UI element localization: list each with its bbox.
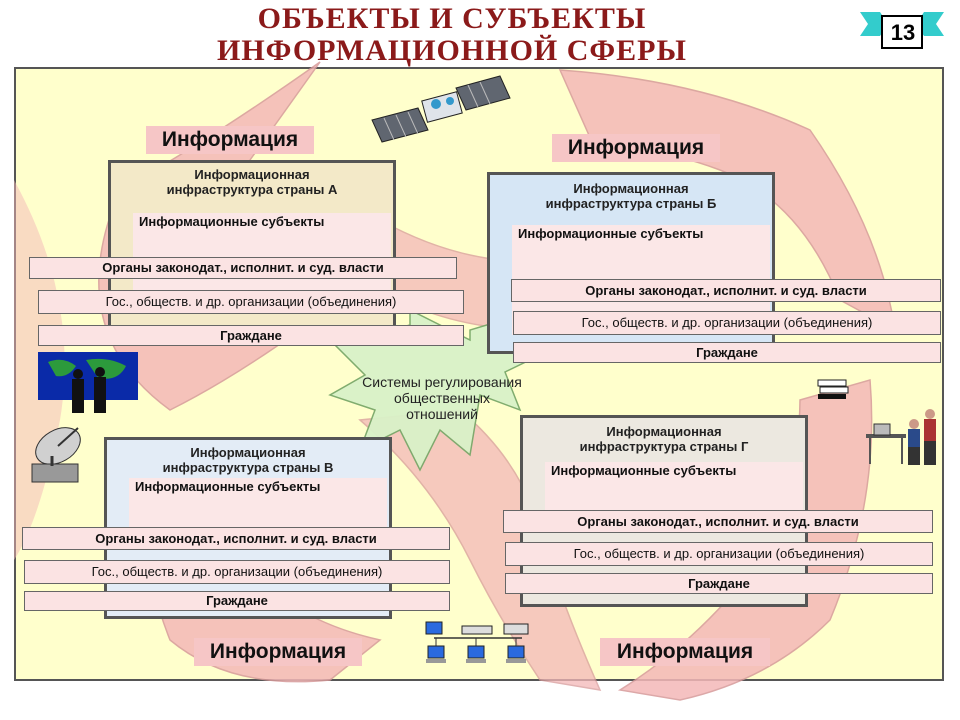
panel-a-organizations-row: Гос., обществ. и др. организации (объеди…: [38, 290, 464, 314]
info-label-top-right: Информация: [552, 134, 720, 162]
panel-a-authorities-row: Органы законодат., исполнит. и суд. влас…: [29, 257, 457, 279]
panel-v-authorities-row: Органы законодат., исполнит. и суд. влас…: [22, 527, 450, 550]
info-label-bottom-right: Информация: [600, 638, 770, 666]
panel-v-title-line-1: Информационная: [190, 445, 306, 460]
panel-g-title-line-2: инфраструктура страны Г: [579, 439, 749, 454]
info-label-bottom-left: Информация: [194, 638, 362, 666]
slide-title-line-2: ИНФОРМАЦИОННОЙ СФЕРЫ: [217, 34, 687, 67]
panel-b-title-line-2: инфраструктура страны Б: [545, 196, 717, 211]
panel-a-title-line-1: Информационная: [194, 167, 310, 182]
panel-v-organizations-row: Гос., обществ. и др. организации (объеди…: [24, 560, 450, 584]
computer-network-icon: [425, 621, 529, 663]
slide-title-line-1: ОБЪЕКТЫ И СУБЪЕКТЫ: [257, 2, 647, 35]
panel-b-organizations-row: Гос., обществ. и др. организации (объеди…: [513, 311, 941, 335]
panel-b-authorities-row: Органы законодат., исполнит. и суд. влас…: [511, 279, 941, 302]
center-regulation-label: Системы регулирования общественных отнош…: [362, 374, 522, 422]
world-map-people-icon: [38, 352, 138, 413]
satellite-dish-icon: [31, 427, 81, 483]
panel-v-citizens-row: Граждане: [24, 591, 450, 611]
documents-stack-icon: [817, 379, 849, 399]
slide-number-badge-icon: [860, 12, 944, 49]
panel-b-title-line-1: Информационная: [573, 181, 689, 196]
panel-g-authorities-row: Органы законодат., исполнит. и суд. влас…: [503, 510, 933, 533]
slide-number: 13: [890, 20, 916, 45]
panel-g-title-line-1: Информационная: [606, 424, 722, 439]
office-workers-icon: [866, 409, 936, 465]
panel-v-title-line-2: инфраструктура страны В: [162, 460, 334, 475]
panel-b-citizens-row: Граждане: [513, 342, 941, 363]
info-label-top-left: Информация: [146, 126, 314, 154]
panel-g-citizens-row: Граждане: [505, 573, 933, 594]
panel-a-title-line-2: инфраструктура страны А: [166, 182, 338, 197]
panel-g-organizations-row: Гос., обществ. и др. организации (объеди…: [505, 542, 933, 566]
satellite-icon: [371, 75, 511, 143]
panel-a-citizens-row: Граждане: [38, 325, 464, 346]
